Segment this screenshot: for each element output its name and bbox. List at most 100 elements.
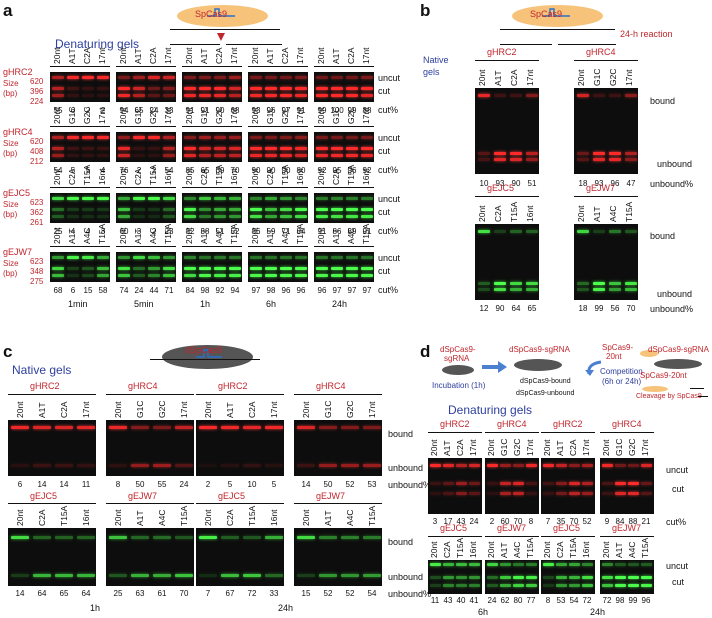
lane-label-17nt: 17nt [525, 439, 535, 456]
gel-band [577, 288, 589, 291]
percent-value: 14 [15, 589, 25, 598]
gel-band [55, 464, 73, 467]
percent-value: 90 [511, 179, 521, 188]
step2-label: dSpCas9-sgRNA [509, 345, 570, 354]
lane-label-G1C: G1C [135, 400, 145, 418]
gel-band [526, 152, 538, 155]
gel-image [294, 528, 382, 586]
gel-band [510, 158, 522, 161]
guide-name: gHRC4 [3, 127, 33, 137]
lane-label-20nt: 20nt [542, 541, 552, 558]
gel-band [469, 482, 480, 485]
size-label: Size [3, 259, 19, 268]
cut-label: cut [672, 484, 685, 494]
gel-band [133, 136, 145, 139]
time-group-bar [116, 66, 176, 68]
gel-band [77, 574, 95, 577]
guide-name: gEJC5 [30, 491, 58, 501]
gel-band [526, 584, 537, 587]
gel-band [163, 208, 175, 211]
group-bar [8, 503, 96, 505]
lane-label-A1T: A1T [199, 228, 209, 244]
lane-label-T15A: T15A [361, 223, 371, 244]
percent-value: 17 [443, 517, 453, 526]
percent-value: 6 [70, 106, 76, 115]
percent-value: 33 [164, 106, 174, 115]
gel-band [556, 563, 567, 566]
lane-label-16nt: 16nt [525, 205, 535, 222]
percent-value: 2 [136, 166, 142, 175]
gel-band [243, 464, 261, 467]
gel-band [250, 94, 262, 97]
gel-band [469, 492, 480, 495]
gel-band [443, 563, 454, 566]
gel-image [428, 458, 482, 514]
gel-image [485, 560, 539, 594]
percent-value: 5 [85, 166, 91, 175]
timepoint-label: 1min [68, 299, 88, 309]
time-label-6h: 6h [478, 607, 489, 617]
gel-band [250, 208, 262, 211]
guide-name: gHRC4 [586, 47, 616, 57]
gel-band [184, 256, 196, 259]
gel-band [82, 154, 94, 157]
time-group-bar [314, 66, 374, 68]
time-label-24h: 24h [278, 603, 294, 613]
gel-band [341, 464, 359, 467]
lane-label-17nt: 17nt [269, 401, 279, 418]
size-unit: (bp) [3, 210, 18, 219]
lane-label-T15A: T15A [179, 505, 189, 526]
dcas9-icon-step2 [512, 357, 564, 373]
percent-value: 90 [215, 106, 225, 115]
gel-band [133, 274, 145, 277]
lane-label-16nt: 16nt [163, 168, 173, 185]
percent-value: 99 [347, 106, 357, 115]
gel-band [118, 87, 130, 90]
guide-name: gHRC4 [128, 381, 158, 391]
gel-band [214, 256, 226, 259]
gel-band [153, 536, 171, 539]
gel-type-d: Denaturing gels [448, 403, 533, 417]
gel-band [456, 576, 467, 579]
gel-band [582, 464, 593, 467]
gel-band [67, 76, 79, 79]
percent-value: 91 [296, 106, 306, 115]
gel-band [184, 267, 196, 270]
gel-band [494, 158, 506, 161]
incubation-label: Incubation (1h) [432, 381, 486, 390]
lane-label-A1T: A1T [265, 48, 275, 64]
uncut-label: uncut [666, 465, 689, 475]
percent-value: 24 [469, 517, 479, 526]
percent-value: 12 [479, 304, 489, 313]
percent-value: 91 [362, 227, 372, 236]
gel-band [593, 288, 605, 291]
gel-band [77, 536, 95, 539]
time-label-24h: 24h [590, 607, 606, 617]
lane-label-17nt: 17nt [367, 401, 377, 418]
lane-label-A1T: A1T [493, 70, 503, 86]
gel-band [361, 215, 373, 218]
gel-band [148, 267, 160, 270]
gel-band [184, 147, 196, 150]
gel-band [361, 256, 373, 259]
lane-label-17nt: 17nt [624, 69, 634, 86]
gel-band [582, 492, 593, 495]
percent-value: 72 [602, 596, 612, 605]
competition-label-b: (6h or 24h) [602, 377, 642, 386]
gel-band [214, 87, 226, 90]
gel-band [133, 147, 145, 150]
gel-band [430, 482, 441, 485]
lane-label-20nt: 20nt [118, 227, 128, 244]
gel-band [582, 576, 593, 579]
gel-band [199, 154, 211, 157]
percent-value: 65 [59, 589, 69, 598]
size-marker: 275 [30, 277, 44, 286]
cas9-diagram-a [175, 3, 270, 29]
percent-value: 76 [119, 166, 129, 175]
gel-band [153, 464, 171, 467]
gel-band [265, 94, 277, 97]
gel-band [494, 94, 506, 97]
gel-image [106, 420, 194, 476]
gel-band [295, 197, 307, 200]
percent-value: 89 [347, 227, 357, 236]
